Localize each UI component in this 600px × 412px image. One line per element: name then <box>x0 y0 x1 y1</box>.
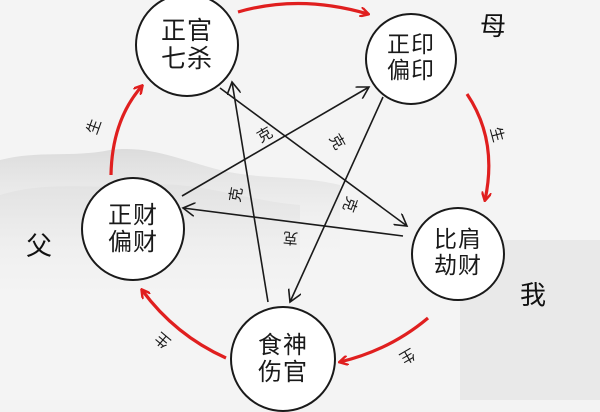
node-bi-line1: 比肩 <box>434 227 482 254</box>
arrows-layer <box>109 1 600 400</box>
node-shishen-shangguan: 食神 伤官 <box>230 306 336 412</box>
node-zhengyin-pianyin: 正印 偏印 <box>365 13 457 105</box>
label-self: 我 <box>520 281 547 311</box>
node-guan-line2: 七杀 <box>160 44 213 73</box>
node-cai-line1: 正财 <box>108 201 158 230</box>
node-zhengcai-piancai: 正财 偏财 <box>81 177 185 281</box>
control-arrow-cai-to-yin <box>181 87 369 197</box>
node-cai-line2: 偏财 <box>108 228 158 256</box>
control-arrow-shi-to-guan <box>232 82 269 303</box>
control-arrow-guan-to-bi <box>219 87 407 226</box>
generate-arrow-yin-to-bi <box>465 93 489 200</box>
node-shi-line1: 食神 <box>258 331 308 360</box>
label-father: 父 <box>26 232 53 262</box>
control-label-bi-to-cai: 克 <box>282 228 299 248</box>
generate-arrow-cai-to-guan <box>109 86 142 176</box>
control-arrow-yin-to-shi <box>290 96 384 302</box>
node-guan-qisha: 正官 七杀 <box>135 0 239 97</box>
node-bi-line2: 劫财 <box>434 253 482 279</box>
node-guan-line1: 正官 <box>160 16 213 45</box>
node-bijian-jiecai: 比肩 劫财 <box>411 207 505 301</box>
label-mother: 母 <box>480 12 507 42</box>
node-shi-line2: 伤官 <box>258 358 308 386</box>
generate-arrow-shi-to-cai <box>142 290 227 360</box>
generate-arrow-guan-to-yin <box>237 1 368 14</box>
control-arrow-bi-to-cai <box>183 208 404 237</box>
generate-arrow-bi-to-shi <box>340 316 430 362</box>
node-yin-line1: 正印 <box>387 32 435 59</box>
node-yin-line2: 偏印 <box>387 58 435 84</box>
